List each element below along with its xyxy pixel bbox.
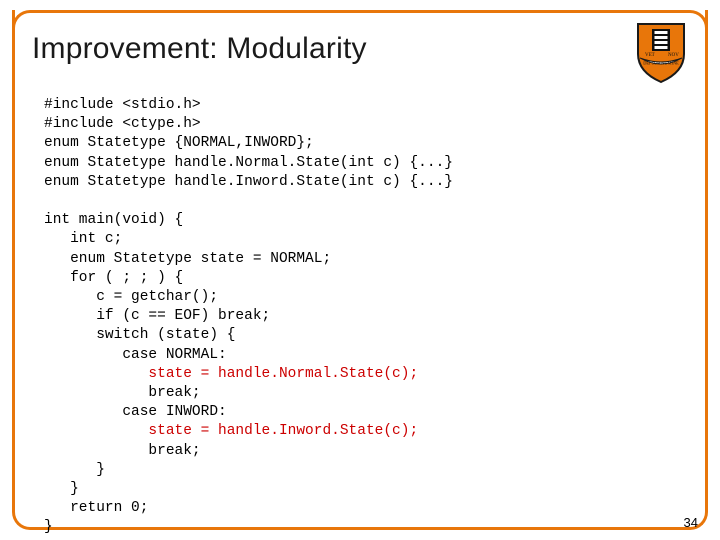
- code-line: return 0;: [44, 500, 149, 517]
- code-line: int c;: [44, 231, 123, 248]
- code-line: break;: [44, 442, 201, 459]
- code-line: if (c == EOF) break;: [44, 308, 271, 325]
- code-line: }: [44, 461, 105, 478]
- svg-text:NOV: NOV: [668, 53, 679, 58]
- code-line: enum Statetype handle.Normal.State(int c…: [44, 154, 453, 171]
- code-line: c = getchar();: [44, 289, 219, 306]
- code-line: }: [44, 519, 53, 536]
- code-line: #include <stdio.h>: [44, 97, 201, 113]
- slide-border-top-left: [12, 10, 52, 32]
- code-line: #include <ctype.h>: [44, 116, 201, 133]
- code-line: case INWORD:: [44, 404, 227, 421]
- code-line: state = handle.Inword.State(c);: [44, 423, 419, 440]
- page-title: Improvement: Modularity: [32, 32, 367, 65]
- code-line: enum Statetype {NORMAL,INWORD};: [44, 135, 314, 152]
- svg-text:DEI SUB NUMINE: DEI SUB NUMINE: [643, 61, 679, 66]
- princeton-shield-crest-icon: DEI SUB NUMINE VET NOV: [628, 20, 694, 86]
- code-line: [44, 192, 684, 211]
- svg-text:VET: VET: [645, 53, 655, 58]
- code-line: enum Statetype handle.Inword.State(int c…: [44, 173, 453, 190]
- code-line: enum Statetype state = NORMAL;: [44, 250, 332, 267]
- slide-border-top-mid: [52, 10, 668, 13]
- code-line: break;: [44, 385, 201, 402]
- slide-border-frame: [12, 10, 708, 530]
- slide-border-top-right: [668, 10, 708, 32]
- code-line: }: [44, 481, 79, 498]
- code-line: int main(void) {: [44, 212, 184, 229]
- page-number: 34: [683, 515, 698, 530]
- code-block: #include <stdio.h> #include <ctype.h> enum…: [44, 96, 684, 538]
- code-line: state = handle.Normal.State(c);: [44, 365, 419, 382]
- code-line: for ( ; ; ) {: [44, 269, 184, 286]
- code-line: switch (state) {: [44, 327, 236, 344]
- code-line: case NORMAL:: [44, 346, 227, 363]
